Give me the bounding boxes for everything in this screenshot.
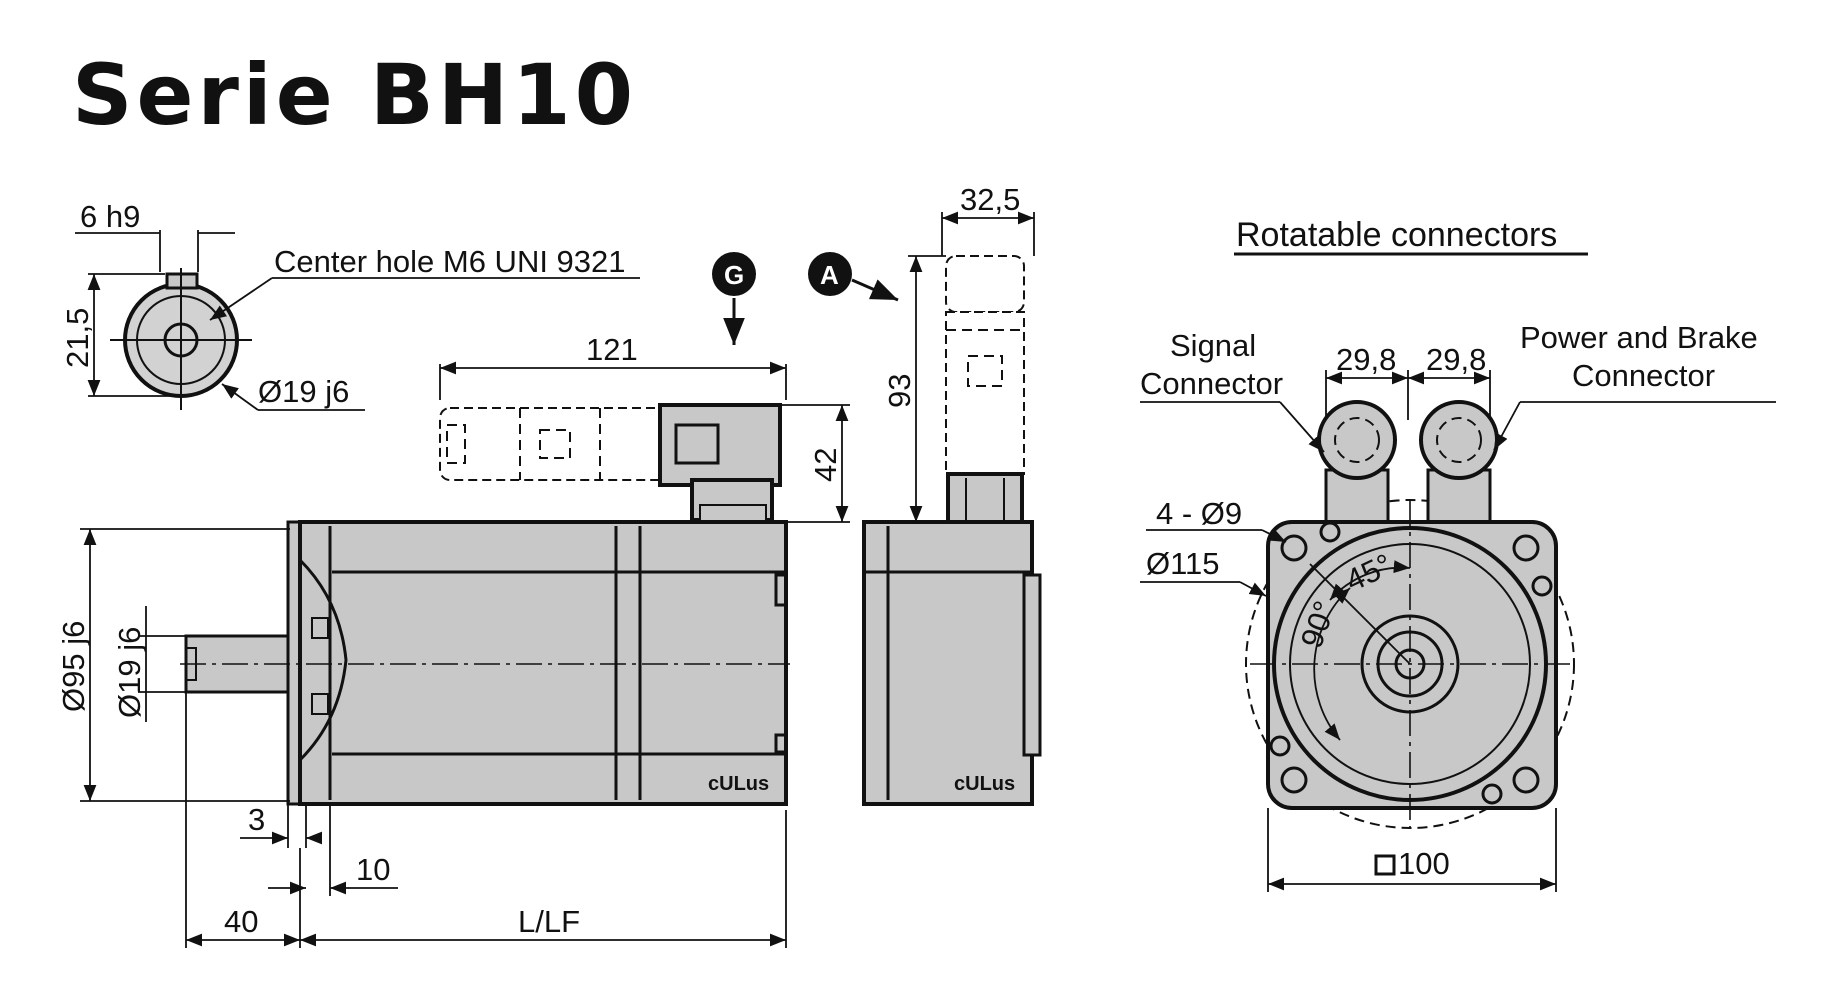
svg-text:G: G (724, 260, 744, 290)
connector-length-label: 121 (586, 332, 638, 367)
side-width-label: 32,5 (960, 182, 1020, 217)
gap-left-label: 29,8 (1336, 342, 1396, 377)
signal-connector-label-2: Connector (1140, 366, 1283, 401)
motor-length-label: L/LF (518, 904, 580, 939)
side-height-label: 93 (882, 374, 917, 408)
holes-label: 4 - Ø9 (1156, 496, 1242, 531)
side-view-dimensions: 121 42 Ø95 j6 Ø19 j6 3 10 40 L/LF (56, 332, 850, 948)
view-marker-g: G (712, 252, 756, 345)
page-title: Serie BH10 (72, 46, 637, 144)
motor-side-view: cULus (180, 403, 790, 806)
section-title: Rotatable connectors (1236, 216, 1557, 254)
connector-height-label: 42 (808, 448, 843, 482)
power-connector-label-2: Connector (1572, 358, 1715, 393)
square-symbol-icon (1374, 854, 1396, 876)
shaft-step-label: 10 (356, 852, 390, 887)
body-dia-label: Ø95 j6 (56, 621, 91, 712)
cert-mark-main: cULus (708, 773, 769, 795)
svg-text:A: A (820, 260, 839, 290)
power-connector-label-1: Power and Brake (1520, 320, 1758, 355)
pcd-label: Ø115 (1146, 546, 1220, 581)
square-size-label: 100 (1398, 846, 1450, 881)
shaft-end-view: 6 h9 21,5 Center hole M6 UNI 9321 Ø19 j6 (60, 199, 640, 411)
signal-connector-label-1: Signal (1170, 328, 1256, 363)
shaft-small-dia-label: Ø19 j6 (258, 374, 349, 409)
key-width-label: 6 h9 (80, 199, 140, 234)
cert-mark-side: cULus (954, 773, 1015, 795)
flange-thickness-label: 3 (248, 802, 265, 837)
mounting-holes (1269, 521, 1553, 805)
shaft-dia-label: Ø19 j6 (112, 627, 147, 718)
motor-rear-side-view: cULus 32,5 93 (862, 182, 1042, 806)
center-hole-label: Center hole M6 UNI 9321 (274, 244, 626, 279)
view-marker-a: A (808, 252, 899, 302)
gap-right-label: 29,8 (1426, 342, 1486, 377)
rotatable-connectors-view: Rotatable connectors (1140, 216, 1776, 892)
key-height-label: 21,5 (60, 308, 95, 368)
shaft-length-label: 40 (224, 904, 258, 939)
